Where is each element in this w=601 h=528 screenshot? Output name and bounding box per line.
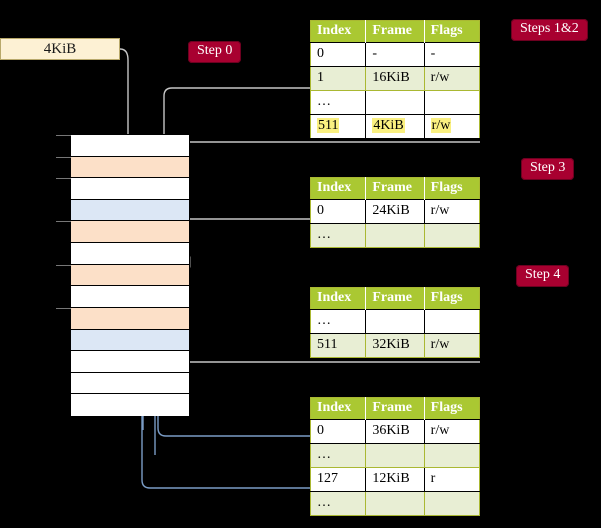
memory-frame-tick (56, 221, 71, 223)
table-cell: … (310, 223, 367, 248)
table-cell (365, 223, 425, 248)
table-row: … (310, 443, 480, 468)
table-row: … (310, 223, 480, 248)
memory-frame-row (71, 329, 189, 352)
column-header-frame: Frame (365, 177, 425, 200)
physical-memory-column (56, 134, 190, 416)
column-header-flags: Flags (424, 397, 480, 420)
memory-frame-tick (56, 178, 71, 180)
table-cell (424, 443, 480, 468)
column-header-flags: Flags (424, 20, 480, 43)
memory-frame-tick (56, 135, 71, 136)
highlight-mark: 511 (317, 118, 340, 133)
memory-frame-row (71, 135, 189, 157)
table-row: … (310, 491, 480, 516)
table-row: … (310, 90, 480, 115)
column-header-frame: Frame (365, 287, 425, 310)
table-cell (424, 90, 480, 115)
table-cell: - (424, 42, 480, 67)
memory-frame-row (71, 243, 189, 265)
table-cell (365, 491, 425, 516)
table-cell: 4KiB (365, 114, 425, 139)
table-row: 0-- (310, 42, 480, 67)
table-cell: … (310, 309, 367, 334)
badge-step-0: Step 0 (188, 41, 242, 63)
table-cell: 0 (310, 42, 367, 67)
memory-frame-row (71, 178, 189, 200)
table-cell: 0 (310, 199, 367, 224)
table-row: … (310, 309, 480, 334)
memory-frame-row (71, 286, 189, 308)
badge-step-3: Step 3 (521, 158, 575, 180)
table-cell: 1 (310, 66, 367, 91)
memory-frame-row (71, 264, 189, 287)
memory-frame-row (71, 156, 189, 179)
table-cell: - (365, 42, 425, 67)
page-size-box: 4KiB (0, 38, 120, 60)
table-cell: r/w (424, 199, 480, 224)
table-cell: 511 (310, 333, 367, 358)
memory-frame-row (71, 307, 189, 330)
table-cell: 16KiB (365, 66, 425, 91)
table-cell: … (310, 491, 367, 516)
column-header-frame: Frame (365, 397, 425, 420)
badge-step-4: Step 4 (516, 265, 570, 287)
table-cell: 36KiB (365, 419, 425, 444)
memory-frame-row (71, 351, 189, 373)
table-cell: 0 (310, 419, 367, 444)
highlight-mark: 4KiB (372, 118, 405, 133)
table-cell (365, 90, 425, 115)
table-cell (365, 309, 425, 334)
column-header-index: Index (310, 287, 367, 310)
table-cell: r/w (424, 333, 480, 358)
table-cell: r/w (424, 419, 480, 444)
column-header-index: Index (310, 177, 367, 200)
badge-steps-1-2: Steps 1&2 (511, 19, 588, 41)
table-cell: r (424, 467, 480, 492)
memory-frame-tick (56, 156, 71, 158)
table-cell: 127 (310, 467, 367, 492)
table-cell (365, 443, 425, 468)
memory-frame-row (71, 394, 189, 416)
column-header-frame: Frame (365, 20, 425, 43)
column-header-index: Index (310, 20, 367, 43)
memory-frame-tick (56, 264, 71, 266)
table-cell: 511 (310, 114, 367, 139)
table-cell: r/w (424, 66, 480, 91)
table-cell (424, 223, 480, 248)
table-cell: 12KiB (365, 467, 425, 492)
memory-frame-tick (56, 307, 71, 309)
table-row: 511 4KiB r/w (310, 114, 480, 139)
column-header-flags: Flags (424, 287, 480, 310)
memory-frame-row (71, 372, 189, 395)
highlight-mark: r/w (430, 118, 452, 133)
table-cell: 24KiB (365, 199, 425, 224)
column-header-index: Index (310, 397, 367, 420)
memory-frame-row (71, 221, 189, 244)
table-cell: … (310, 443, 367, 468)
column-header-flags: Flags (424, 177, 480, 200)
memory-frame-row (71, 199, 189, 222)
table-cell (424, 309, 480, 334)
page-size-label: 4KiB (43, 40, 77, 57)
table-cell: r/w (424, 114, 480, 139)
table-cell: … (310, 90, 367, 115)
table-cell: 32KiB (365, 333, 425, 358)
table-cell (424, 491, 480, 516)
